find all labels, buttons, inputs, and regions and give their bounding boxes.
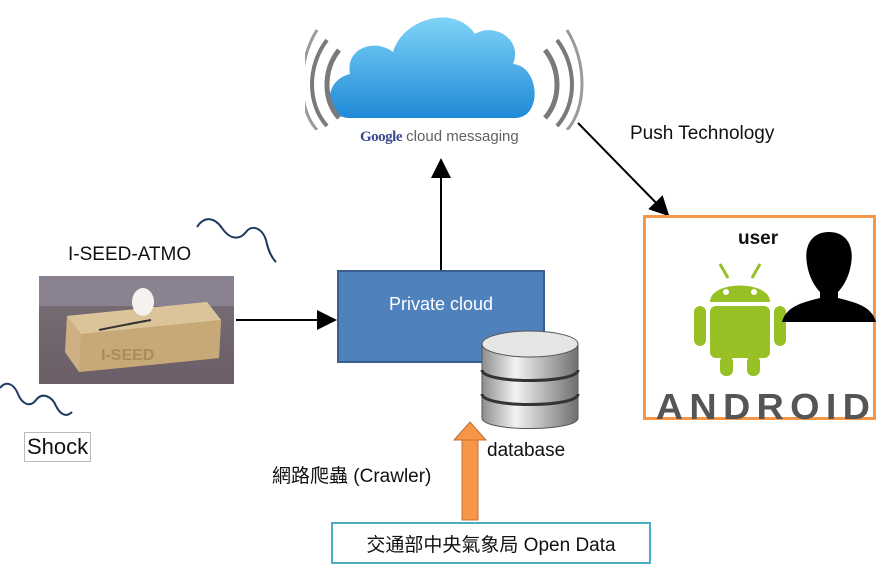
person-silhouette-icon <box>782 232 876 322</box>
android-wordmark: ANDROID <box>655 386 877 427</box>
open-data-upload-arrow <box>452 421 488 521</box>
gcm-brand: Google <box>360 129 403 145</box>
cloud-icon <box>305 17 584 130</box>
database-icon <box>480 330 580 429</box>
gcm-service: cloud messaging <box>406 128 519 145</box>
android-robot-icon <box>694 263 786 376</box>
device-photo: I-SEED <box>39 276 234 384</box>
user-label: user <box>738 228 779 249</box>
push-technology-label: Push Technology <box>630 123 775 144</box>
gcm-to-user-arrow <box>577 122 670 217</box>
gcm-title: Google cloud messaging <box>360 128 519 146</box>
private-cloud-label: Private cloud <box>388 294 494 314</box>
open-data-box: 交通部中央氣象局 Open Data <box>331 522 651 564</box>
open-data-label: 交通部中央氣象局 Open Data <box>366 534 616 556</box>
device-photo-text: I-SEED <box>101 347 154 364</box>
shock-signal-squiggle <box>0 382 73 416</box>
device-label: I-SEED-ATMO <box>68 244 192 265</box>
device-signal-squiggle <box>196 218 277 263</box>
crawler-label: 網路爬蟲 (Crawler) <box>272 466 432 487</box>
shock-label: Shock <box>24 432 92 462</box>
database-label: database <box>487 440 566 461</box>
